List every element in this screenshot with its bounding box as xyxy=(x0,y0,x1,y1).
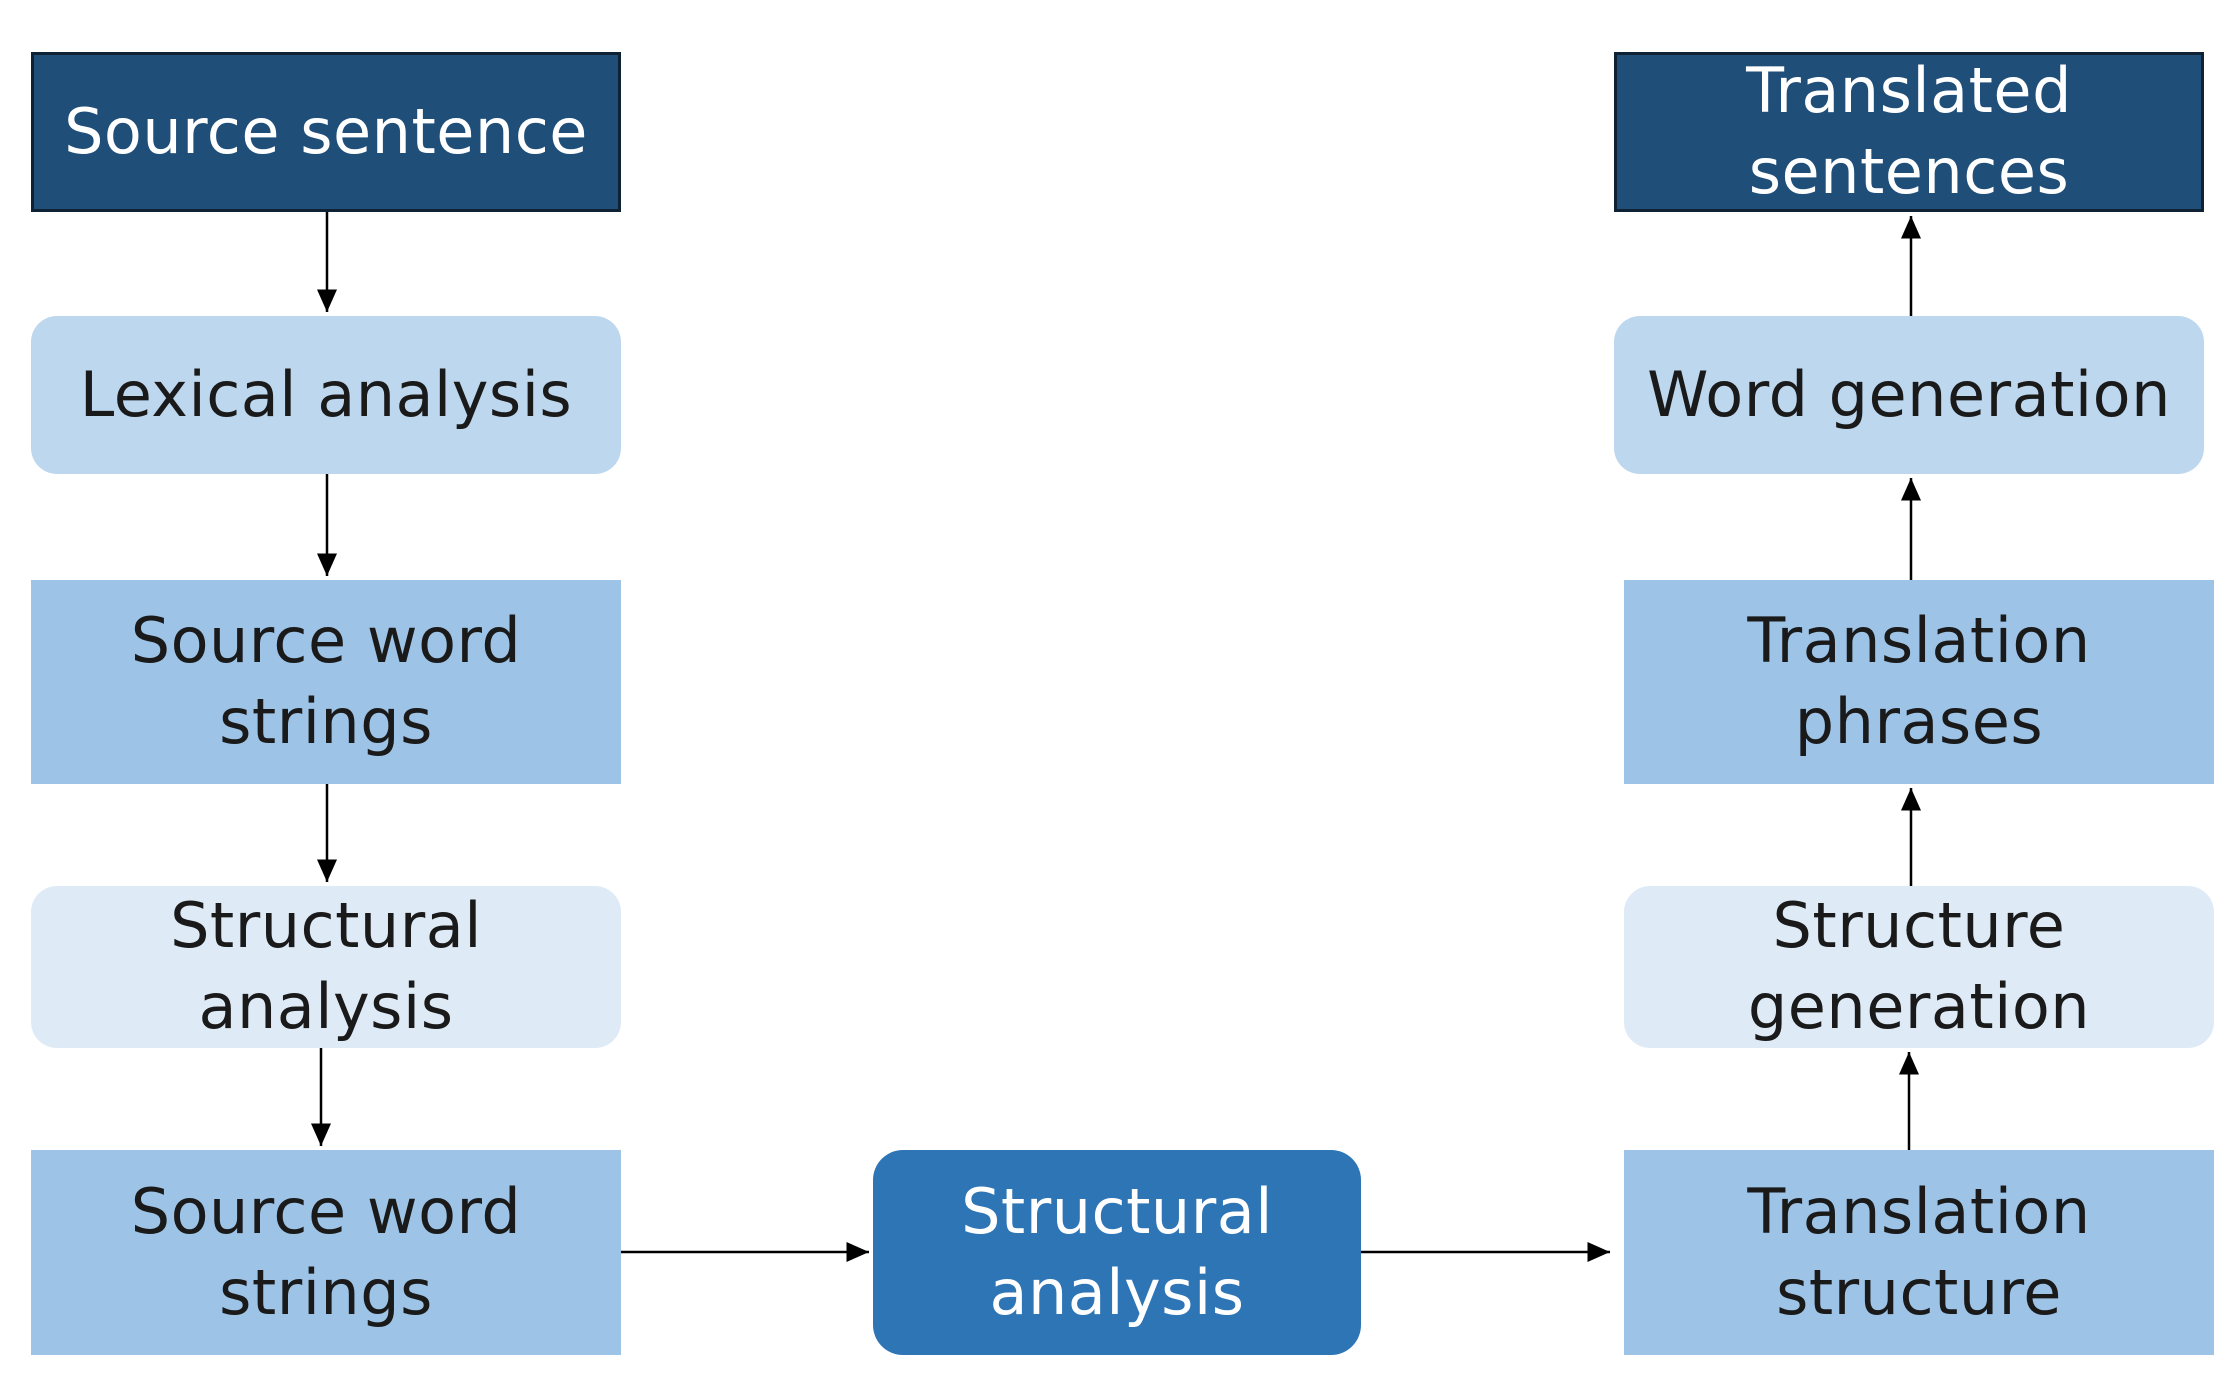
node-label: Source sentence xyxy=(64,94,588,168)
node-source-sentence: Source sentence xyxy=(31,52,621,212)
node-label: Structural analysis xyxy=(170,889,482,1043)
node-translated-sentences: Translated sentences xyxy=(1614,52,2204,212)
node-label: Structural analysis xyxy=(961,1174,1273,1329)
node-structural-analysis-center: Structural analysis xyxy=(873,1150,1361,1355)
node-label: Translation phrases xyxy=(1747,604,2091,758)
node-source-word-strings-1: Source word strings xyxy=(31,580,621,784)
node-label: Translated sentences xyxy=(1746,54,2072,208)
node-lexical-analysis: Lexical analysis xyxy=(31,316,621,474)
node-label: Translation structure xyxy=(1747,1174,2091,1329)
node-label: Word generation xyxy=(1647,357,2171,431)
node-label: Source word strings xyxy=(130,604,522,758)
node-translation-phrases: Translation phrases xyxy=(1624,580,2214,784)
node-source-word-strings-2: Source word strings xyxy=(31,1150,621,1355)
node-structure-generation: Structure generation xyxy=(1624,886,2214,1048)
node-word-generation: Word generation xyxy=(1614,316,2204,474)
node-label: Source word strings xyxy=(130,1174,522,1329)
node-label: Lexical analysis xyxy=(79,357,573,431)
node-translation-structure: Translation structure xyxy=(1624,1150,2214,1355)
node-structural-analysis-left: Structural analysis xyxy=(31,886,621,1048)
node-label: Structure generation xyxy=(1747,889,2091,1043)
